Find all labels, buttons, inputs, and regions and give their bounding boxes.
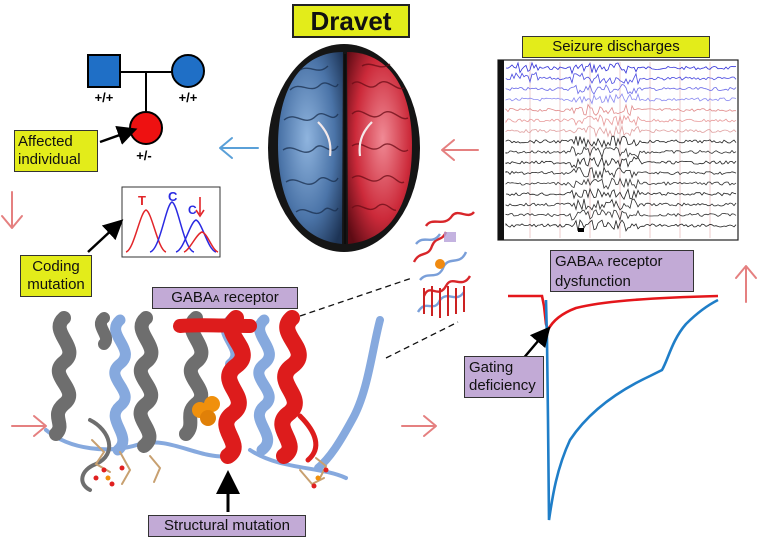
gating-pointer-arrow bbox=[521, 326, 551, 361]
child-genotype: +/- bbox=[136, 148, 152, 163]
coding-mutation-label: Coding mutation bbox=[20, 255, 92, 297]
arrow-structure-to-traces bbox=[401, 415, 437, 437]
arrow-right-into-structure bbox=[11, 415, 47, 437]
dys-post: receptor bbox=[603, 253, 663, 270]
dys-sub: A bbox=[596, 258, 604, 269]
eeg-panel bbox=[497, 59, 739, 241]
title-label: Dravet bbox=[292, 4, 410, 38]
eeg-trace bbox=[505, 145, 737, 159]
affected-pointer-arrow bbox=[99, 125, 138, 145]
eeg-trace bbox=[505, 124, 737, 138]
seizure-label-text: Seizure discharges bbox=[552, 38, 680, 55]
eeg-trace bbox=[505, 198, 737, 211]
affected-label-text: Affected individual bbox=[18, 133, 81, 168]
eeg-trace bbox=[505, 83, 737, 95]
eeg-trace bbox=[505, 103, 736, 117]
mother-circle bbox=[171, 54, 205, 88]
chromatogram bbox=[121, 186, 221, 258]
eeg-traces bbox=[505, 61, 737, 232]
structural-label-text: Structural mutation bbox=[164, 517, 290, 534]
dys-line2: dysfunction bbox=[555, 273, 631, 290]
gaba-receptor-label: GABAA receptor bbox=[152, 287, 298, 309]
trace-wildtype bbox=[544, 298, 719, 521]
structural-mutation-label: Structural mutation bbox=[148, 515, 306, 537]
gaba-pre: GABA bbox=[171, 289, 213, 306]
gating-label-text: Gating deficiency bbox=[469, 359, 536, 394]
base-call-3: C bbox=[188, 203, 197, 217]
dysfunction-label: GABAA receptor dysfunction bbox=[550, 250, 694, 292]
receptor-helices bbox=[44, 310, 384, 492]
brain-image bbox=[268, 44, 420, 252]
arrow-brain-to-pedigree bbox=[219, 137, 259, 159]
eeg-trace bbox=[505, 135, 737, 149]
arrow-down-left bbox=[1, 191, 23, 229]
base-call-1: T bbox=[138, 193, 146, 208]
gaba-sub: A bbox=[212, 294, 220, 305]
title-text: Dravet bbox=[310, 6, 392, 36]
father-square bbox=[87, 54, 121, 88]
coding-pointer-arrow bbox=[87, 219, 124, 253]
eeg-trace bbox=[505, 187, 737, 201]
eeg-trace bbox=[505, 156, 737, 169]
eeg-trace bbox=[505, 209, 737, 222]
seizure-label: Seizure discharges bbox=[522, 36, 710, 58]
eeg-trace bbox=[505, 177, 737, 190]
mother-genotype: +/+ bbox=[179, 90, 198, 105]
eeg-trace bbox=[505, 92, 737, 105]
father-genotype: +/+ bbox=[95, 90, 114, 105]
zoom-line-upper bbox=[299, 277, 413, 317]
zoom-line-lower bbox=[385, 321, 459, 359]
flow-arrows bbox=[1, 137, 757, 437]
arrow-up-right bbox=[735, 265, 757, 303]
affected-child-circle bbox=[129, 111, 163, 145]
gating-deficiency-label: Gating deficiency bbox=[464, 356, 544, 398]
affected-label: Affected individual bbox=[14, 130, 98, 172]
gaba-post: receptor bbox=[219, 289, 279, 306]
current-traces bbox=[508, 294, 719, 521]
coding-label-text: Coding mutation bbox=[27, 258, 85, 293]
eeg-trace bbox=[505, 166, 737, 180]
base-call-2: C bbox=[168, 189, 178, 204]
pedigree bbox=[87, 54, 205, 145]
eeg-trace bbox=[505, 219, 737, 232]
arrow-eeg-to-brain bbox=[441, 139, 479, 161]
eeg-trace bbox=[505, 61, 737, 75]
receptor-structure-small bbox=[412, 211, 475, 318]
eeg-trace bbox=[505, 114, 737, 127]
dys-pre: GABA bbox=[555, 253, 597, 270]
eeg-trace bbox=[505, 71, 737, 86]
